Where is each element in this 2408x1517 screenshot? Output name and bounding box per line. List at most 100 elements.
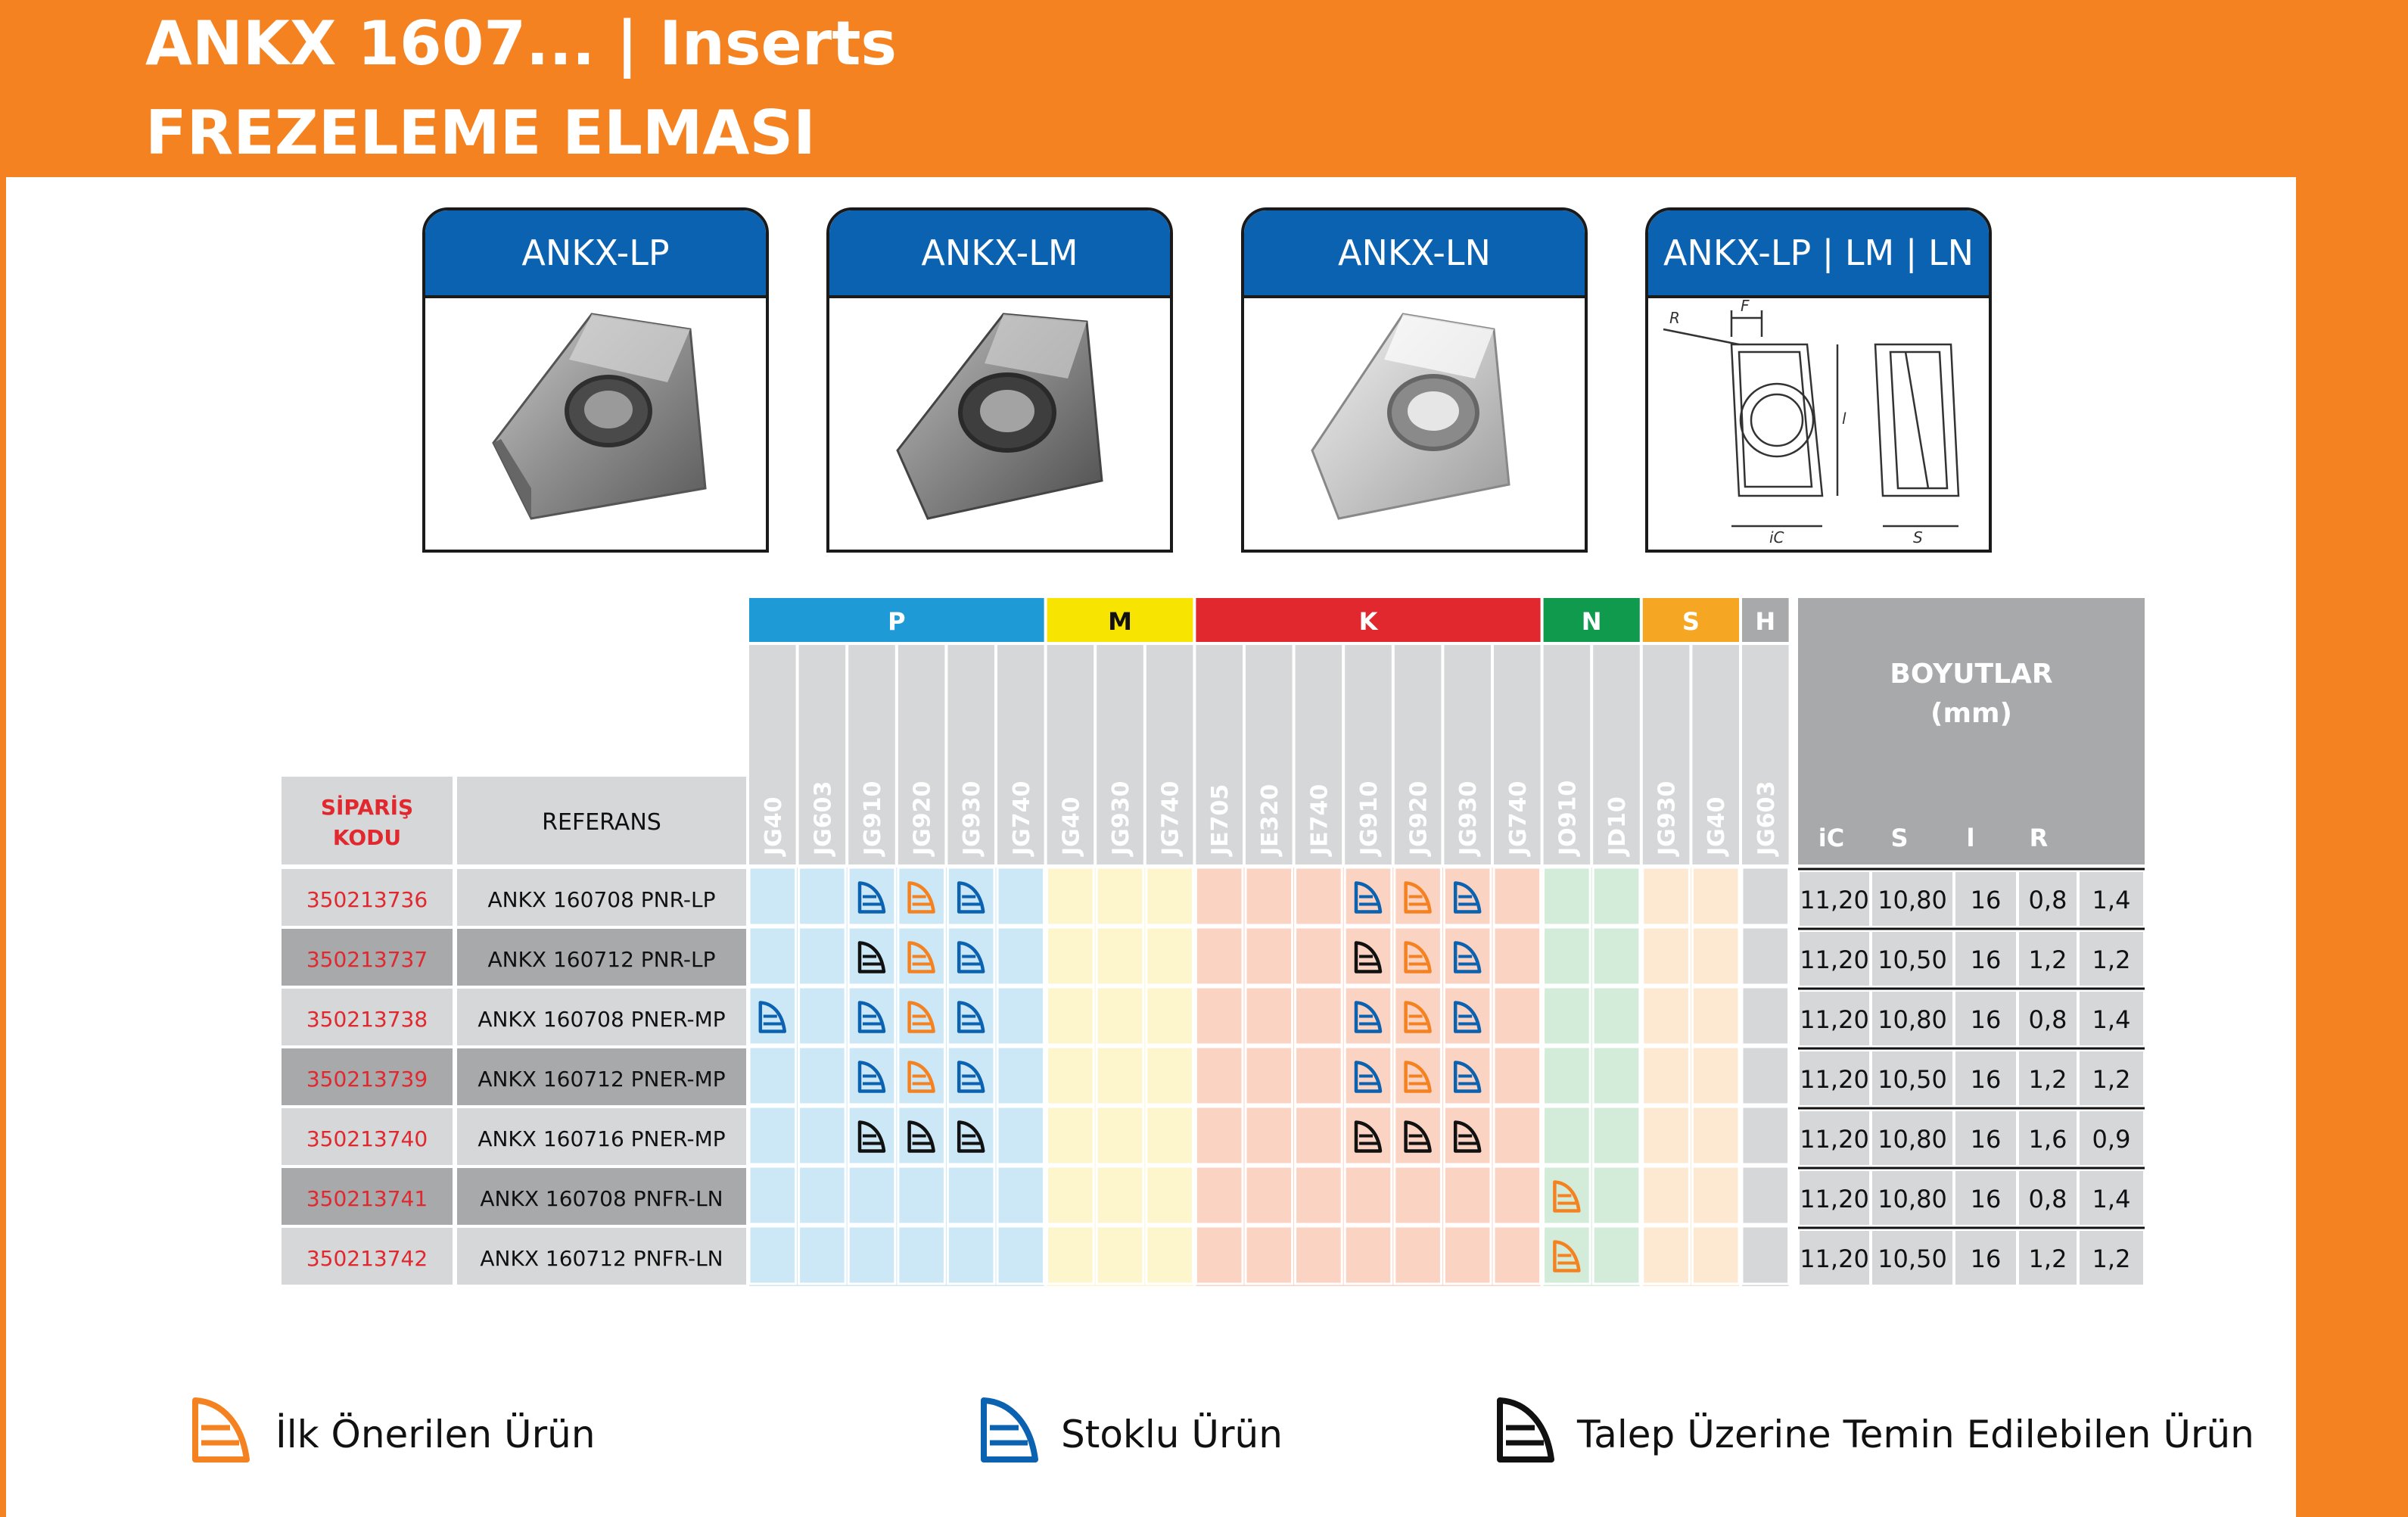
- dimension-cell: [1872, 1231, 1952, 1285]
- reference-header: REFERANS: [542, 809, 661, 836]
- legend-black-icon: [1494, 1394, 1557, 1466]
- reference-text: ANKX 160712 PNR-LP: [487, 947, 715, 972]
- grade-header-cell: [798, 645, 846, 864]
- dimension-value: 16: [1971, 1244, 2002, 1273]
- grade-cell: [1244, 926, 1294, 986]
- grade-cell: [1691, 1165, 1741, 1226]
- blue-insert-mark-icon: [1453, 941, 1482, 973]
- dimension-cell: [2019, 872, 2077, 926]
- grade-cell: [798, 1045, 847, 1106]
- order-code: 350213740: [306, 1126, 428, 1151]
- card-title: ANKX-LP | LM | LN: [1648, 210, 1989, 298]
- grade-cell: [1194, 986, 1244, 1046]
- blue-insert-mark-icon: [1453, 881, 1482, 914]
- grade-header-cell: [749, 645, 796, 864]
- grade-cell: [996, 1045, 1046, 1106]
- grade-cell: [897, 866, 946, 927]
- dimension-cell: [1955, 1231, 2016, 1285]
- grade-header-cell: [1394, 645, 1442, 864]
- grade-cell: [748, 1045, 798, 1106]
- blue-insert-mark-icon: [1453, 1061, 1482, 1093]
- blue-insert-mark-icon: [1453, 1001, 1482, 1033]
- grade-header-cell: [1593, 645, 1640, 864]
- grade-cell: [1393, 986, 1442, 1046]
- dimension-cell: [1872, 932, 1952, 986]
- grade-header-label: JG920: [910, 781, 936, 857]
- grade-cell: [946, 1225, 996, 1285]
- grade-cell: [1393, 1045, 1442, 1106]
- grade-cell: [1095, 926, 1145, 986]
- order-code: 350213739: [306, 1067, 428, 1092]
- grade-cell: [1542, 986, 1591, 1046]
- grade-cell: [847, 1105, 897, 1166]
- orange-insert-mark-icon: [907, 941, 935, 973]
- dimension-value: 10,80: [1878, 1185, 1947, 1213]
- dimension-value: 10,80: [1878, 1125, 1947, 1154]
- reference-text: ANKX 160708 PNFR-LN: [480, 1186, 723, 1211]
- blue-insert-mark-icon: [857, 881, 886, 914]
- black-insert-mark-icon: [1453, 1120, 1482, 1153]
- grade-header-cell: [848, 645, 895, 864]
- grade-cell: [847, 866, 897, 927]
- grade-cell: [1244, 1105, 1294, 1166]
- dimension-cell: [2019, 1051, 2077, 1105]
- material-group-body: [1543, 868, 1640, 1286]
- grade-header-cell: [1543, 645, 1591, 864]
- grade-cell: [1046, 1105, 1095, 1166]
- dimension-cell: [2080, 1111, 2143, 1165]
- grade-cell: [1294, 986, 1343, 1046]
- grade-cell: [1492, 926, 1542, 986]
- material-group-band: [1642, 598, 1739, 642]
- grade-cell: [1591, 866, 1641, 927]
- dimension-value: 1,2: [2092, 1065, 2131, 1094]
- card-ankx-drawing: ANKX-LP | LM | LN R F l iC S: [1645, 207, 1992, 553]
- grade-cell: [1741, 1225, 1790, 1285]
- grade-header-cell: [1146, 645, 1193, 864]
- grade-cell: [798, 986, 847, 1046]
- dimension-value: 0,8: [2029, 1005, 2067, 1034]
- dimension-value: 11,20: [1800, 1185, 1869, 1213]
- grade-cell: [1492, 1225, 1542, 1285]
- grade-cell: [1343, 1165, 1393, 1226]
- dimension-cell: [1800, 872, 1869, 926]
- grade-header-label: JG40: [1703, 796, 1730, 857]
- orange-insert-mark-icon: [1404, 941, 1432, 973]
- material-group-band: [749, 598, 1044, 642]
- grade-header-label: JG910: [860, 781, 886, 857]
- reference-cell: [457, 929, 746, 986]
- grade-header-label: JE740: [1306, 784, 1333, 857]
- grade-cell: [1442, 866, 1492, 927]
- grade-cell: [1641, 1165, 1691, 1226]
- black-insert-mark-icon: [907, 1120, 935, 1153]
- grade-cell: [1641, 926, 1691, 986]
- grade-cell: [748, 1165, 798, 1226]
- order-code-cell: [282, 1108, 453, 1165]
- grade-header-cell: [1345, 645, 1392, 864]
- material-group-label: K: [1359, 607, 1379, 636]
- legend-blue-icon: [978, 1394, 1041, 1466]
- grade-cell: [1591, 986, 1641, 1046]
- drawing-label-l: l: [1842, 410, 1846, 428]
- grade-cell: [1542, 926, 1591, 986]
- card-title: ANKX-LM: [829, 210, 1170, 298]
- grade-cell: [996, 866, 1046, 927]
- grade-header-cell: [898, 645, 945, 864]
- dimension-value: 10,50: [1878, 1244, 1947, 1273]
- dimension-value: 1,2: [2092, 945, 2131, 974]
- grade-cell: [1046, 986, 1095, 1046]
- grade-cell: [1641, 986, 1691, 1046]
- reference-cell: [457, 1228, 746, 1285]
- grade-cell: [1542, 866, 1591, 927]
- grade-cell: [1741, 866, 1790, 927]
- grade-cell: [1641, 1225, 1691, 1285]
- grade-header-cell: [1246, 645, 1293, 864]
- card-ankx-ln: ANKX-LN: [1241, 207, 1588, 553]
- legend-label-on-request: Talep Üzerine Temin Edilebilen Ürün: [1577, 1413, 2254, 1456]
- drawing-label-f: F: [1741, 298, 1750, 315]
- blue-insert-mark-icon: [957, 881, 985, 914]
- grade-cell: [1641, 1105, 1691, 1166]
- material-group-label: N: [1582, 607, 1602, 636]
- orange-insert-mark-icon: [907, 1001, 935, 1033]
- grade-cell: [1393, 1225, 1442, 1285]
